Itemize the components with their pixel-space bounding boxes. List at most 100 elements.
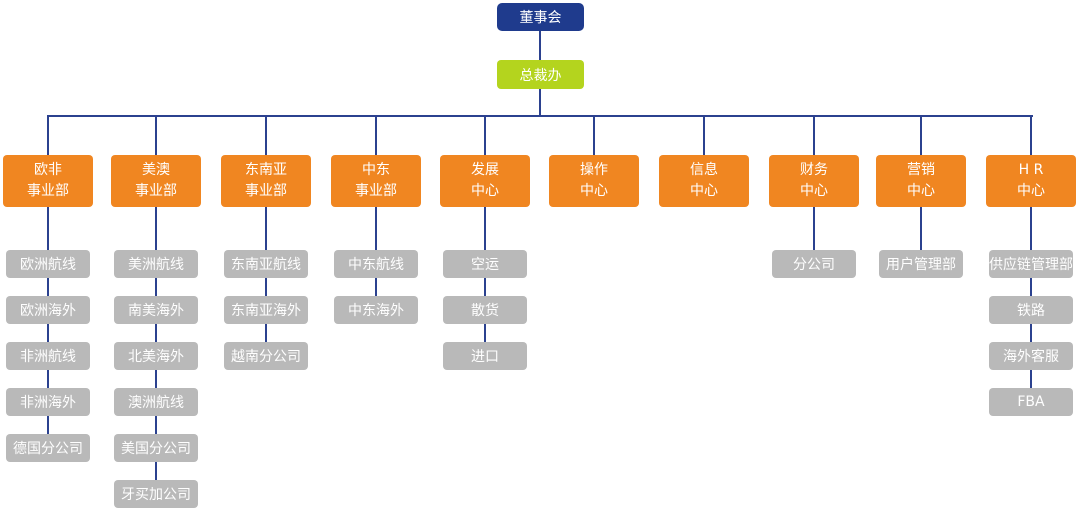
dept-label-line2: 事业部 <box>245 183 287 199</box>
sub-dept-box: 海外客服 <box>989 342 1073 370</box>
connector-line <box>813 207 815 250</box>
connector-line <box>375 278 377 296</box>
connector-line <box>539 31 541 60</box>
connector-line <box>375 207 377 250</box>
sub-dept-box: 美国分公司 <box>114 434 198 462</box>
org-column-marketing-center: 营销 中心 用户管理部 <box>876 117 966 278</box>
sub-dept-box: 南美海外 <box>114 296 198 324</box>
dept-hr-center-box: H R 中心 <box>986 155 1076 207</box>
sub-dept-box: 中东海外 <box>334 296 418 324</box>
connector-line <box>1030 207 1032 250</box>
org-column-americas-oceania: 美澳 事业部 美洲航线 南美海外 北美海外 澳洲航线 美国分公司 牙买加公司 <box>111 117 201 508</box>
connector-line <box>155 278 157 296</box>
connector-line <box>155 416 157 434</box>
connector-line <box>703 117 705 155</box>
connector-line <box>155 324 157 342</box>
dept-middle-east-box: 中东 事业部 <box>331 155 421 207</box>
dept-label-line1: 发展 <box>471 162 499 178</box>
connector-line <box>265 278 267 296</box>
sub-dept-box: 非洲航线 <box>6 342 90 370</box>
org-column-hr-center: H R 中心 供应链管理部 铁路 海外客服 FBA <box>986 117 1076 416</box>
connector-line <box>1030 278 1032 296</box>
dept-americas-oceania-box: 美澳 事业部 <box>111 155 201 207</box>
connector-line <box>47 117 49 155</box>
connector-line <box>539 89 541 115</box>
sub-dept-box: 中东航线 <box>334 250 418 278</box>
sub-dept-box: 供应链管理部 <box>989 250 1073 278</box>
dept-label-line2: 中心 <box>1017 183 1045 199</box>
sub-dept-box: 东南亚航线 <box>224 250 308 278</box>
sub-dept-box: 分公司 <box>772 250 856 278</box>
sub-dept-box: 东南亚海外 <box>224 296 308 324</box>
sub-dept-box: 进口 <box>443 342 527 370</box>
sub-dept-box: 铁路 <box>989 296 1073 324</box>
connector-line <box>484 324 486 342</box>
org-column-finance-center: 财务 中心 分公司 <box>769 117 859 278</box>
dept-development-center-box: 发展 中心 <box>440 155 530 207</box>
dept-label-line1: 营销 <box>907 162 935 178</box>
dept-finance-center-box: 财务 中心 <box>769 155 859 207</box>
board-of-directors-box: 董事会 <box>497 3 584 31</box>
dept-label-line2: 事业部 <box>355 183 397 199</box>
board-of-directors-label: 董事会 <box>519 10 562 26</box>
connector-line <box>265 324 267 342</box>
dept-label-line1: 信息 <box>690 162 718 178</box>
sub-dept-box: 用户管理部 <box>879 250 963 278</box>
sub-dept-box: 欧洲海外 <box>6 296 90 324</box>
sub-dept-box: 美洲航线 <box>114 250 198 278</box>
connector-line <box>47 370 49 388</box>
connector-line <box>375 117 377 155</box>
sub-dept-box: 牙买加公司 <box>114 480 198 508</box>
connector-line <box>484 207 486 250</box>
dept-label-line1: 美澳 <box>142 162 170 178</box>
dept-southeast-asia-box: 东南亚 事业部 <box>221 155 311 207</box>
connector-line <box>47 207 49 250</box>
sub-dept-box: 德国分公司 <box>6 434 90 462</box>
dept-label-line1: 中东 <box>362 162 390 178</box>
dept-label-line2: 中心 <box>907 183 935 199</box>
sub-dept-box: 越南分公司 <box>224 342 308 370</box>
connector-line <box>47 324 49 342</box>
dept-label-line1: 欧非 <box>34 162 62 178</box>
connector-bus-line <box>47 115 1033 117</box>
sub-dept-box: 空运 <box>443 250 527 278</box>
president-office-box: 总裁办 <box>497 60 584 89</box>
dept-label-line1: H R <box>1018 162 1044 178</box>
org-column-middle-east: 中东 事业部 中东航线 中东海外 <box>331 117 421 324</box>
president-office-label: 总裁办 <box>519 67 562 84</box>
connector-line <box>155 462 157 480</box>
dept-label-line1: 财务 <box>800 162 828 178</box>
org-column-southeast-asia: 东南亚 事业部 东南亚航线 东南亚海外 越南分公司 <box>221 117 311 370</box>
connector-line <box>155 117 157 155</box>
org-column-information-center: 信息 中心 <box>659 117 749 207</box>
dept-label-line2: 事业部 <box>135 183 177 199</box>
connector-line <box>484 117 486 155</box>
connector-line <box>593 117 595 155</box>
dept-label-line2: 事业部 <box>27 183 69 199</box>
connector-line <box>1030 324 1032 342</box>
sub-dept-box: 非洲海外 <box>6 388 90 416</box>
connector-line <box>265 207 267 250</box>
sub-dept-box: 澳洲航线 <box>114 388 198 416</box>
connector-line <box>47 278 49 296</box>
connector-line <box>920 117 922 155</box>
connector-line <box>1030 117 1032 155</box>
dept-label-line2: 中心 <box>580 183 608 199</box>
sub-dept-box: FBA <box>989 388 1073 416</box>
dept-label-line2: 中心 <box>800 183 828 199</box>
connector-line <box>265 117 267 155</box>
org-column-europe-africa: 欧非 事业部 欧洲航线 欧洲海外 非洲航线 非洲海外 德国分公司 <box>3 117 93 462</box>
dept-europe-africa-box: 欧非 事业部 <box>3 155 93 207</box>
sub-dept-box: 欧洲航线 <box>6 250 90 278</box>
dept-label-line1: 操作 <box>580 162 608 178</box>
sub-dept-box: 散货 <box>443 296 527 324</box>
org-column-operations-center: 操作 中心 <box>549 117 639 207</box>
dept-label-line2: 中心 <box>690 183 718 199</box>
dept-label-line2: 中心 <box>471 183 499 199</box>
dept-information-center-box: 信息 中心 <box>659 155 749 207</box>
connector-line <box>47 416 49 434</box>
connector-line <box>155 370 157 388</box>
connector-line <box>155 207 157 250</box>
connector-line <box>920 207 922 250</box>
